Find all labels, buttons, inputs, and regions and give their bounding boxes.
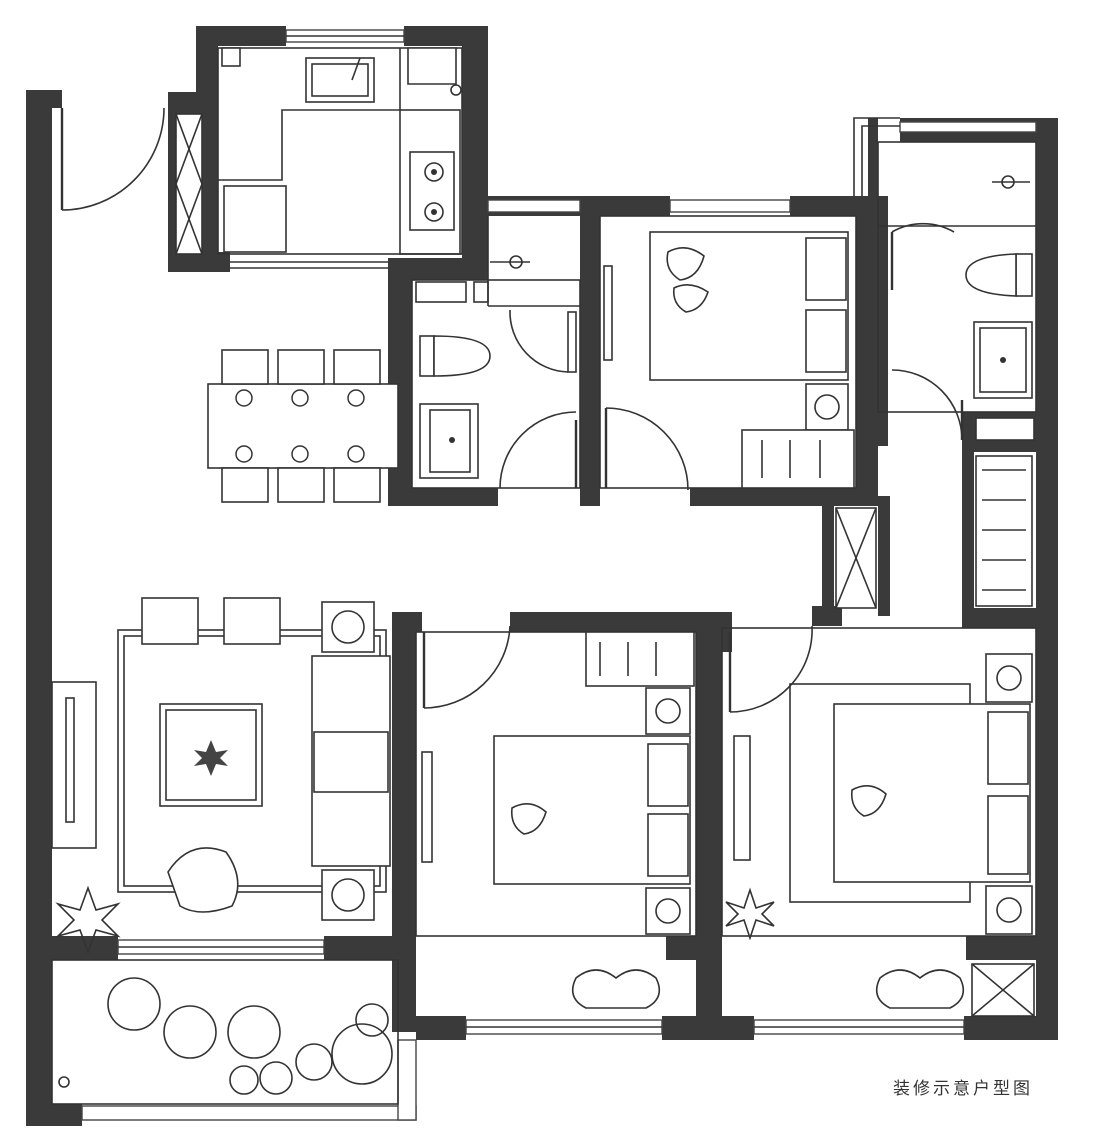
bedroom-north [599,215,857,489]
dining-table [207,349,399,503]
master-bathroom [877,141,1037,441]
balcony [51,959,399,1105]
bedroom-south-middle [415,631,697,1009]
windows [81,29,1037,1121]
kitchen [175,47,463,255]
plan-caption: 装修示意户型图 [893,1079,1033,1099]
corridor-cabinets [835,455,1033,609]
guest-bathroom [411,216,581,489]
master-bedroom [721,627,1037,1017]
doors [60,107,964,713]
exterior-walls [26,26,1058,1126]
living-room [51,597,391,955]
